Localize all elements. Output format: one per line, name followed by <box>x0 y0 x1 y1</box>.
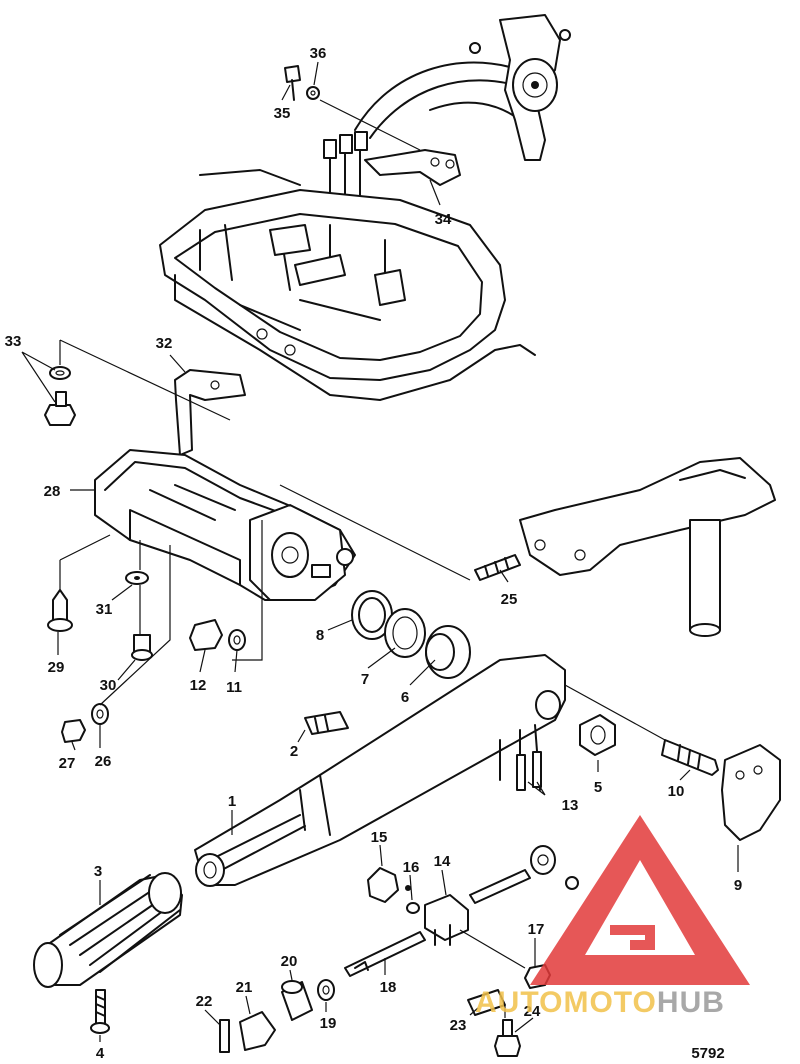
callout-6: 6 <box>401 689 409 706</box>
callout-4: 4 <box>96 1045 105 1062</box>
watermark-triangle-logo <box>530 815 750 985</box>
steering-tube <box>194 654 566 887</box>
callout-26: 26 <box>95 753 112 770</box>
tiller-grip <box>33 872 183 988</box>
callout-labels: 1 2 3 4 5 6 7 8 9 10 11 12 13 14 15 16 1… <box>5 45 743 1062</box>
bushings-and-washers <box>351 590 471 679</box>
figure-number: 5792 <box>691 1045 724 1062</box>
svg-text:AUTOMOTOHUB: AUTOMOTOHUB <box>475 986 725 1019</box>
callout-5: 5 <box>594 779 602 796</box>
callout-14: 14 <box>434 853 451 870</box>
steering-arm-bracket <box>94 369 356 601</box>
mounting-frame <box>159 169 536 401</box>
callout-3: 3 <box>94 863 102 880</box>
callout-27: 27 <box>59 755 76 772</box>
callout-29: 29 <box>48 659 65 676</box>
callout-23: 23 <box>450 1017 467 1034</box>
callout-15: 15 <box>371 829 388 846</box>
callout-34: 34 <box>435 211 452 228</box>
callout-leaders <box>21 61 739 1042</box>
callout-22: 22 <box>196 993 213 1010</box>
callout-13: 13 <box>562 797 579 814</box>
callout-32: 32 <box>156 335 173 352</box>
callout-33: 33 <box>5 333 22 350</box>
callout-19: 19 <box>320 1015 337 1032</box>
callout-24: 24 <box>524 1003 541 1020</box>
callout-28: 28 <box>44 483 61 500</box>
callout-1: 1 <box>228 793 236 810</box>
watermark-text-hub: HUB <box>657 986 725 1019</box>
callout-31: 31 <box>96 601 113 618</box>
callout-36: 36 <box>310 45 327 62</box>
callout-7: 7 <box>361 671 369 688</box>
callout-30: 30 <box>100 677 117 694</box>
hardware-parts <box>44 366 781 1057</box>
callout-16: 16 <box>403 859 420 876</box>
callout-18: 18 <box>380 979 397 996</box>
tiller-arm-assembly <box>519 457 776 637</box>
callout-11: 11 <box>226 679 242 696</box>
assembly-leader-lines <box>59 339 666 1018</box>
top-linkage-assembly <box>284 14 571 201</box>
callout-9: 9 <box>734 877 742 894</box>
callout-12: 12 <box>190 677 207 694</box>
callout-17: 17 <box>528 921 545 938</box>
callout-20: 20 <box>281 953 298 970</box>
callout-10: 10 <box>668 783 685 800</box>
callout-25: 25 <box>501 591 518 608</box>
callout-35: 35 <box>274 105 291 122</box>
automotohub-watermark: AUTOMOTOHUB <box>475 815 750 1019</box>
watermark-text-automoto: AUTOMOTO <box>475 986 657 1019</box>
callout-21: 21 <box>236 979 253 996</box>
callout-2: 2 <box>290 743 298 760</box>
callout-8: 8 <box>316 627 324 644</box>
